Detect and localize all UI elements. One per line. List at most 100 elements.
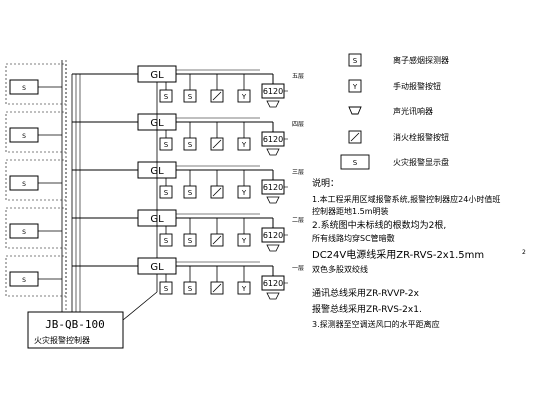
- floor-label: 三层: [292, 169, 304, 176]
- repeater-panel-icon: [340, 154, 370, 170]
- repeater-panel-label: S: [22, 181, 26, 188]
- hydrant-button-icon: [210, 281, 224, 295]
- alarm-module-label: 6120: [263, 135, 283, 144]
- panel-wiring-frame: [5, 111, 67, 153]
- legend-item-5: S 火灾报警显示盘: [340, 154, 449, 170]
- note-line-2: 控制器距地1.5m明装: [312, 206, 389, 216]
- note-line-1: 1.本工程采用区域报警系统,报警控制器应24小时值班: [312, 194, 500, 204]
- note-line-6: 双色多股双绞线: [312, 264, 368, 274]
- legend-item-3: 声光讯响器: [348, 106, 433, 116]
- distribution-box-label: GL: [150, 214, 164, 225]
- distribution-box-label: GL: [150, 70, 164, 81]
- device-symbol: S: [164, 141, 169, 149]
- legend-item-1: S 离子感烟探测器: [348, 53, 449, 67]
- device-symbol: S: [188, 285, 193, 293]
- distribution-box-label: GL: [150, 262, 164, 273]
- hydrant-slash: [212, 91, 222, 101]
- floor-row-2: S GL S Y S 6120 四层: [5, 111, 304, 156]
- device-symbol: S: [188, 237, 193, 245]
- hydrant-button-icon: [210, 137, 224, 151]
- alarm-module-label: 6120: [263, 279, 283, 288]
- panel-wiring-frame: [5, 63, 67, 105]
- device-symbol: Y: [241, 141, 247, 149]
- floor-label: 四层: [292, 121, 304, 128]
- hydrant-button-icon: [210, 233, 224, 247]
- sound-light-alarm-icon: [266, 148, 280, 156]
- device-symbol: Y: [241, 93, 247, 101]
- legend-symbol: Y: [352, 83, 358, 91]
- manual-alarm-button-icon: [237, 185, 251, 199]
- note-line-3: 2.系统图中未标线的根数均为2根,: [312, 219, 446, 231]
- legend-label: 消火栓报警按钮: [393, 132, 449, 142]
- repeater-panel-label: S: [22, 85, 26, 92]
- device-symbol: Y: [241, 189, 247, 197]
- smoke-detector-icon: [183, 233, 197, 247]
- controller-name: 火灾报警控制器: [34, 335, 90, 345]
- smoke-detector-icon: [159, 89, 173, 103]
- sound-light-alarm-icon: [348, 106, 362, 115]
- legend-symbol: S: [353, 159, 358, 167]
- device-symbol: S: [188, 189, 193, 197]
- panel-wiring-frame: [5, 207, 67, 249]
- sound-light-alarm-icon: [266, 100, 280, 108]
- manual-alarm-button-icon: [237, 281, 251, 295]
- smoke-detector-icon: [159, 281, 173, 295]
- note-line-8: 报警总线采用ZR-RVS-2x1.: [312, 303, 422, 315]
- distribution-box-label: GL: [150, 118, 164, 129]
- floor-label: 二层: [292, 217, 304, 224]
- hydrant-slash: [212, 283, 222, 293]
- hydrant-button-icon: [210, 185, 224, 199]
- smoke-detector-icon: [183, 281, 197, 295]
- smoke-detector-icon: [159, 233, 173, 247]
- smoke-detector-icon: [183, 89, 197, 103]
- note-line-4: 所有线路均穿SC管暗敷: [312, 233, 395, 243]
- notes: 说明： 1.本工程采用区域报警系统,报警控制器应24小时值班控制器距地1.5m明…: [312, 177, 526, 329]
- hydrant-slash: [350, 132, 360, 142]
- device-symbol: S: [188, 141, 193, 149]
- sound-light-alarm-icon: [266, 244, 280, 252]
- hydrant-button-icon: [348, 130, 362, 144]
- alarm-module-label: 6120: [263, 87, 283, 96]
- smoke-detector-icon: [183, 185, 197, 199]
- note-line-9: 3.探测器至空调送风口的水平距离应: [312, 319, 440, 329]
- legend-label: 火灾报警显示盘: [393, 157, 449, 167]
- device-symbol: S: [164, 237, 169, 245]
- panel-wiring-frame: [5, 255, 67, 297]
- legend-item-2: Y 手动报警按钮: [348, 79, 441, 93]
- controller-model: JB-QB-100: [45, 318, 105, 331]
- device-symbol: S: [164, 285, 169, 293]
- device-symbol: S: [188, 93, 193, 101]
- manual-alarm-button-icon: [237, 137, 251, 151]
- repeater-panel-label: S: [22, 277, 26, 284]
- legend-label: 手动报警按钮: [393, 81, 441, 91]
- hydrant-slash: [212, 139, 222, 149]
- legend-label: 离子感烟探测器: [393, 55, 449, 65]
- manual-alarm-button-icon: [348, 79, 362, 93]
- manual-alarm-button-icon: [237, 89, 251, 103]
- smoke-detector-icon: [183, 137, 197, 151]
- floor-label: 五层: [292, 73, 304, 80]
- device-symbol: S: [164, 93, 169, 101]
- smoke-detector-icon: [348, 53, 362, 67]
- note-line-5: DC24V电源线采用ZR-RVS-2x1.5mm: [312, 248, 484, 261]
- controller-feed-wire: [122, 291, 158, 321]
- legend-label: 声光讯响器: [393, 106, 433, 116]
- sound-light-alarm-icon: [266, 292, 280, 300]
- panel-wiring-frame: [5, 159, 67, 201]
- repeater-panel-label: S: [22, 133, 26, 140]
- smoke-detector-icon: [159, 185, 173, 199]
- alarm-module-label: 6120: [263, 231, 283, 240]
- legend-symbol: S: [353, 57, 358, 65]
- unit-superscript: 2: [522, 249, 526, 256]
- fire-alarm-controller: JB-QB-100 火灾报警控制器: [27, 311, 124, 349]
- hydrant-slash: [212, 187, 222, 197]
- distribution-box-label: GL: [150, 166, 164, 177]
- smoke-detector-icon: [159, 137, 173, 151]
- device-symbol: Y: [241, 237, 247, 245]
